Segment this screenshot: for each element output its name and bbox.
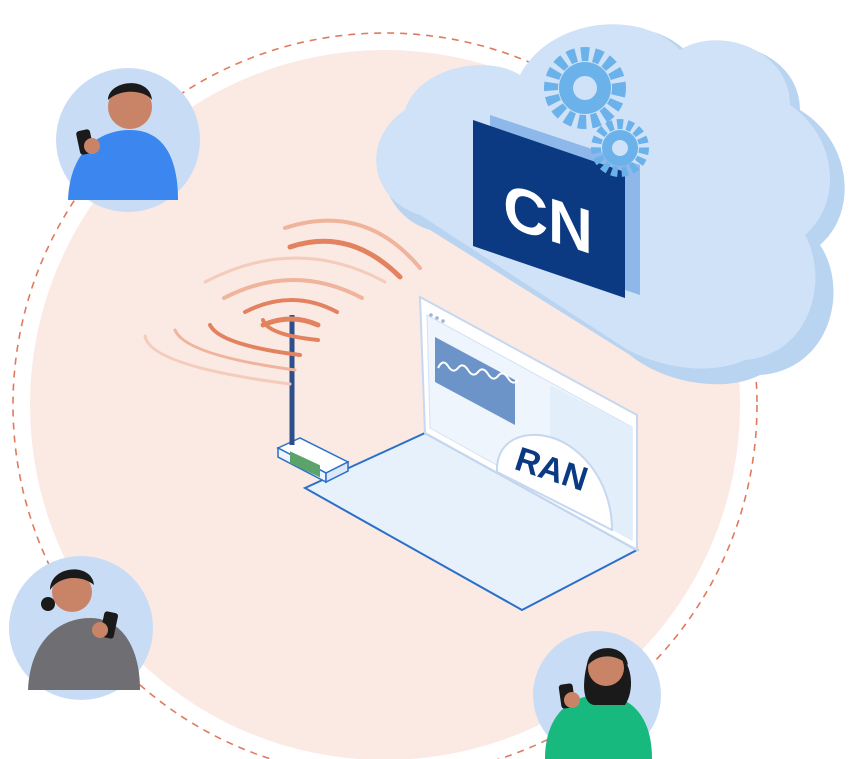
gear-icon [591, 119, 649, 177]
user-avatar-icon [533, 631, 661, 759]
waveform-panel [435, 337, 515, 425]
laptop-icon: RAN [302, 295, 640, 612]
orbit-path [12, 32, 758, 759]
gear-icon [544, 47, 626, 129]
user-avatar-icon [56, 68, 200, 212]
signal-waves-icon [143, 218, 422, 386]
usb-dongle-icon [276, 437, 350, 484]
waveform-line [437, 361, 519, 384]
user-avatar-icon [9, 556, 153, 700]
radio-access-dial [495, 433, 614, 532]
